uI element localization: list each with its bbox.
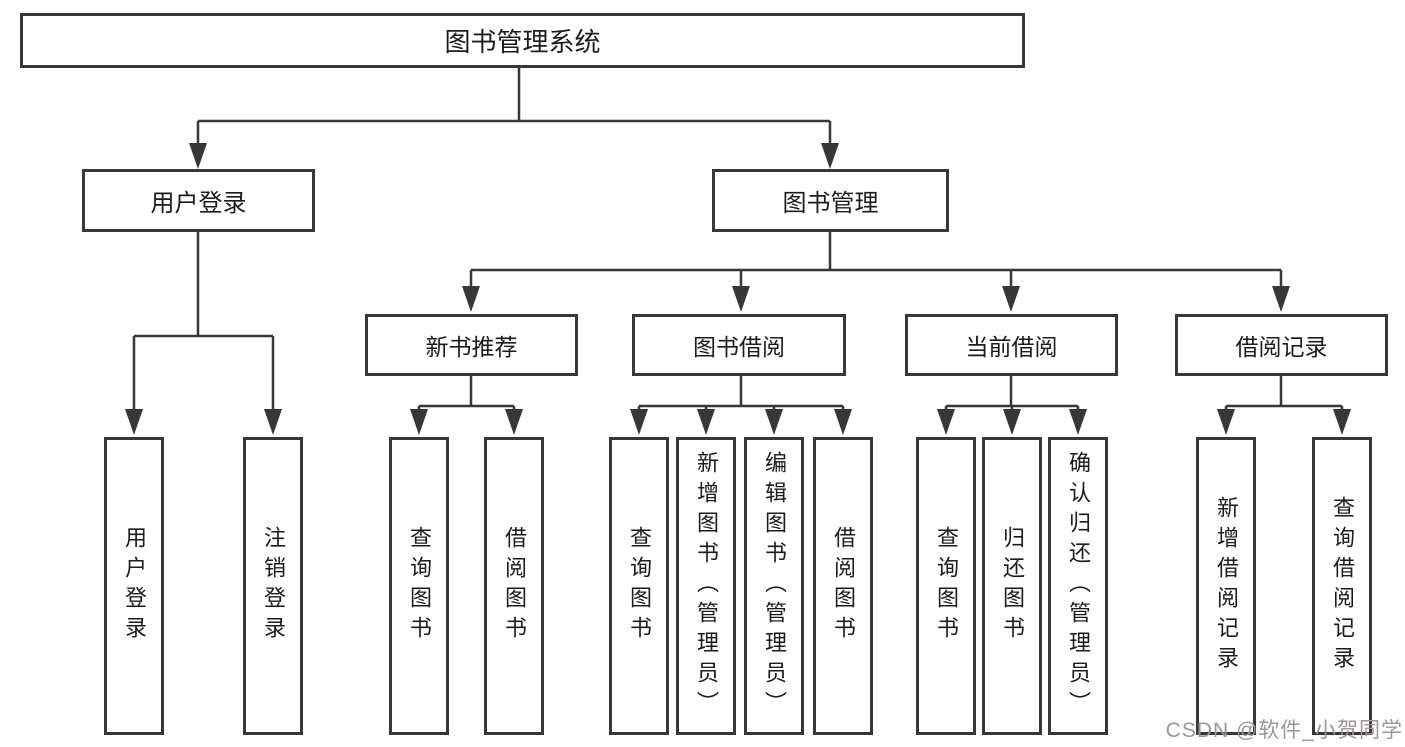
- arrowhead-icon: [937, 409, 955, 435]
- node-borrow-record-label: 借阅记录: [1235, 334, 1328, 360]
- arrowhead-icon: [1217, 409, 1235, 435]
- node-current-borrow-label: 当前借阅: [965, 334, 1058, 360]
- edge-book-mgmt-children: [462, 232, 1290, 312]
- node-leaf-cb-query-book-label: 查询图书: [934, 526, 959, 646]
- arrowhead-icon: [821, 143, 839, 169]
- arrowhead-icon: [1333, 409, 1351, 435]
- edge-book-borrow-children: [630, 376, 852, 435]
- node-leaf-rec-borrow-book: 借阅图书: [484, 437, 544, 735]
- node-leaf-br-query-record-label: 查询借阅记录: [1330, 496, 1355, 676]
- arrowhead-icon: [630, 409, 648, 435]
- arrowhead-icon: [732, 286, 750, 312]
- node-user-login: 用户登录: [82, 169, 315, 232]
- node-leaf-cb-return-book: 归还图书: [982, 437, 1042, 735]
- arrowhead-icon: [125, 409, 143, 435]
- node-borrow-record: 借阅记录: [1175, 314, 1388, 376]
- edge-user-login-children: [125, 232, 282, 435]
- node-leaf-bb-edit-book-admin-label: 编辑图书（管理员）: [762, 451, 787, 721]
- arrowhead-icon: [1069, 409, 1087, 435]
- node-leaf-logout-label: 注销登录: [261, 526, 286, 646]
- node-book-mgmt: 图书管理: [712, 169, 949, 232]
- arrowhead-icon: [264, 409, 282, 435]
- node-new-book-rec-label: 新书推荐: [425, 334, 518, 360]
- node-leaf-bb-add-book-admin-label: 新增图书（管理员）: [694, 451, 719, 721]
- node-leaf-bb-query-book-label: 查询图书: [627, 526, 652, 646]
- node-leaf-bb-add-book-admin: 新增图书（管理员）: [676, 437, 736, 735]
- node-leaf-cb-confirm-return-admin-label: 确认归还（管理员）: [1066, 451, 1091, 721]
- node-new-book-rec: 新书推荐: [365, 314, 578, 376]
- node-leaf-cb-return-book-label: 归还图书: [1000, 526, 1025, 646]
- node-book-borrow-label: 图书借阅: [693, 334, 785, 360]
- edge-borrow-record-children: [1217, 376, 1351, 435]
- arrowhead-icon: [1272, 286, 1290, 312]
- node-book-mgmt-label: 图书管理: [782, 190, 879, 217]
- node-leaf-bb-query-book: 查询图书: [609, 437, 669, 735]
- arrowhead-icon: [765, 409, 783, 435]
- arrowhead-icon: [834, 409, 852, 435]
- node-book-borrow: 图书借阅: [632, 314, 846, 376]
- node-root: 图书管理系统: [20, 13, 1025, 68]
- arrowhead-icon: [462, 286, 480, 312]
- node-leaf-user-login-label: 用户登录: [122, 526, 147, 646]
- node-leaf-bb-borrow-book: 借阅图书: [813, 437, 873, 735]
- arrowhead-icon: [505, 409, 523, 435]
- node-user-login-label: 用户登录: [150, 190, 247, 217]
- node-leaf-bb-borrow-book-label: 借阅图书: [831, 526, 856, 646]
- node-leaf-cb-query-book: 查询图书: [916, 437, 976, 735]
- node-leaf-rec-query-book: 查询图书: [389, 437, 449, 735]
- edge-current-borrow-children: [937, 376, 1087, 435]
- edge-new-book-rec-children: [410, 376, 523, 435]
- node-leaf-rec-query-book-label: 查询图书: [407, 526, 432, 646]
- node-leaf-br-add-record: 新增借阅记录: [1196, 437, 1256, 735]
- csdn-watermark: CSDN @软件_小贺同学: [1165, 719, 1403, 742]
- node-leaf-rec-borrow-book-label: 借阅图书: [502, 526, 527, 646]
- arrowhead-icon: [189, 143, 207, 169]
- node-leaf-cb-confirm-return-admin: 确认归还（管理员）: [1048, 437, 1108, 735]
- node-root-label: 图书管理系统: [444, 27, 601, 57]
- arrowhead-icon: [410, 409, 428, 435]
- node-leaf-bb-edit-book-admin: 编辑图书（管理员）: [744, 437, 804, 735]
- arrowhead-icon: [1003, 409, 1021, 435]
- arrowhead-icon: [697, 409, 715, 435]
- node-current-borrow: 当前借阅: [905, 314, 1118, 376]
- arrowhead-icon: [1002, 286, 1020, 312]
- node-leaf-br-add-record-label: 新增借阅记录: [1214, 496, 1239, 676]
- node-leaf-logout: 注销登录: [243, 437, 303, 735]
- edge-root-to-level2: [189, 68, 839, 169]
- node-leaf-user-login: 用户登录: [104, 437, 164, 735]
- node-leaf-br-query-record: 查询借阅记录: [1312, 437, 1372, 735]
